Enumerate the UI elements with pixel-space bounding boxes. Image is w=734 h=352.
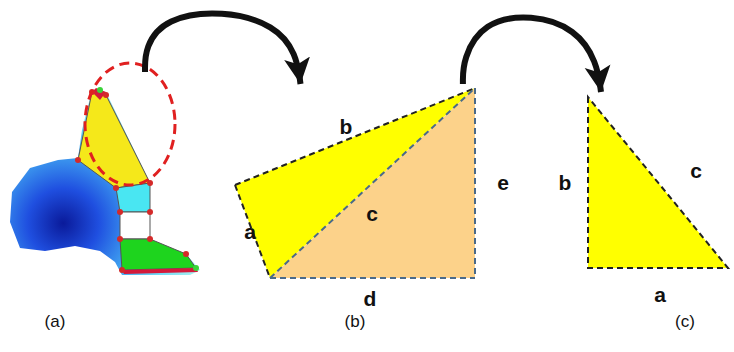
panel-caption: (b): [345, 312, 366, 332]
edge-letter: b: [340, 116, 353, 137]
panel-caption: (c): [675, 312, 695, 332]
orange-triangle: [270, 88, 475, 278]
green-polygon: [120, 239, 196, 270]
curved-arrow: [463, 18, 601, 92]
figure-panel: (a): [8, 72, 208, 340]
edge-letter: b: [559, 172, 572, 193]
cyan-polygon: [116, 183, 150, 212]
edge-letter: e: [497, 172, 509, 193]
yellow-polygon: [78, 92, 150, 188]
edge-letter: a: [244, 221, 256, 242]
heatmap-region: [10, 90, 200, 275]
edge-letter: c: [366, 203, 378, 224]
yellow-triangle: [235, 88, 475, 278]
right-triangle: [588, 97, 728, 268]
white-square: [120, 212, 150, 239]
highlight-circle: [85, 63, 175, 185]
edge-letter: d: [364, 288, 377, 309]
dashed-edges: [235, 88, 475, 278]
vertex-dots: [75, 87, 199, 273]
panel-caption: (a): [45, 312, 66, 332]
dashed-edges: [588, 97, 728, 268]
red-edge: [122, 268, 198, 274]
curved-arrow: [145, 14, 301, 84]
edge-letter: c: [690, 160, 702, 181]
edge-letter: a: [654, 284, 666, 305]
